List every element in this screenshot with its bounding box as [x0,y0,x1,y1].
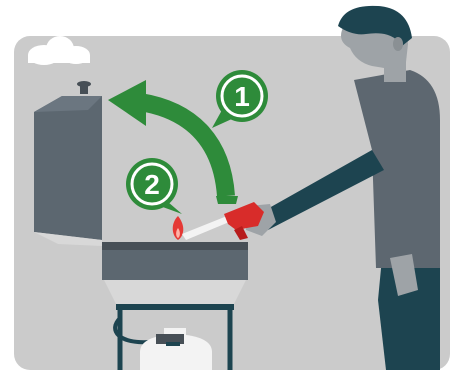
step-2-number: 2 [144,169,160,200]
grill-body [102,242,248,310]
person-ear [393,37,403,51]
step-1-number: 1 [234,81,250,112]
